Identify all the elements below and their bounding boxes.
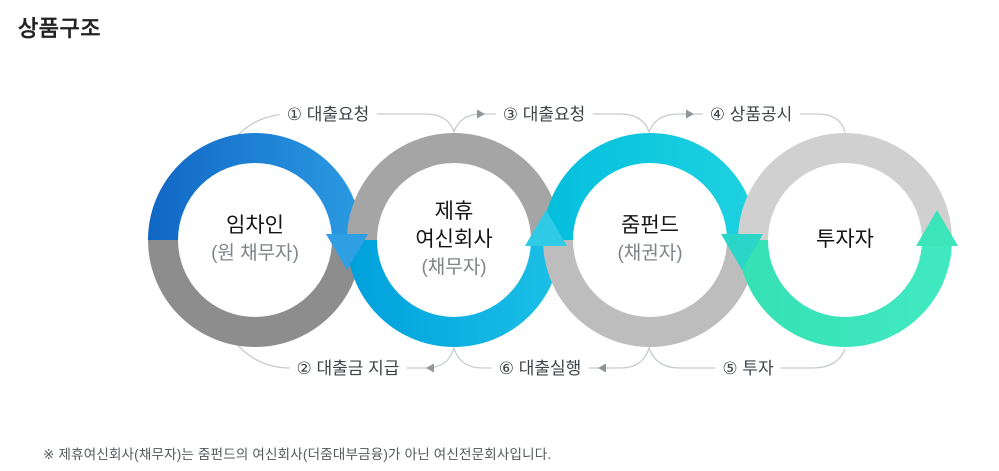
- node-credit-company-title-line1: 제휴: [434, 200, 474, 223]
- ring-tenant-gray-arc: [148, 239, 362, 347]
- ring-credit-company-gray-arc: [347, 133, 561, 241]
- ring-zoom-fund-gray-arc: [543, 239, 757, 347]
- ring-investor-gray-arc: [738, 133, 952, 241]
- flow-label-loan-request-1: ① 대출요청: [279, 103, 377, 126]
- node-affiliated-credit-company: 제휴 여신회사 (채무자): [415, 198, 492, 282]
- node-tenant-subtitle: (원 채무자): [211, 243, 299, 264]
- node-credit-company-subtitle: (채무자): [421, 257, 487, 278]
- node-investor-title: 투자자: [816, 228, 874, 251]
- ring-credit-company-colored-arc: [347, 239, 561, 347]
- flow-label-loan-request-3: ③ 대출요청: [495, 103, 593, 126]
- node-zoom-fund-title: 줌펀드: [621, 214, 679, 237]
- node-tenant: 임차인 (원 채무자): [211, 212, 299, 268]
- ring-zoom-fund-colored-arc: [543, 133, 757, 241]
- node-credit-company-title-line2: 여신회사: [415, 228, 493, 251]
- flow-label-product-disclosure-4: ④ 상품공시: [702, 103, 800, 126]
- ring-tenant-down-arrow-icon: [326, 234, 368, 270]
- flow-label-loan-payment-2: ② 대출금 지급: [289, 357, 407, 380]
- ring-investor-colored-arc: [738, 239, 952, 347]
- node-investor: 투자자: [816, 226, 874, 254]
- ring-tenant-colored-arc: [148, 133, 362, 241]
- ring-credit-company-up-arrow-icon: [525, 210, 567, 246]
- left-arrow-icon: [426, 363, 434, 373]
- node-zoom-fund: 줌펀드 (채권자): [617, 212, 682, 268]
- footnote: ※ 제휴여신회사(채무자)는 줌펀드의 여신회사(더줌대부금융)가 아닌 여신전…: [43, 447, 552, 462]
- flow-label-loan-execution-6: ⑥ 대출실행: [491, 357, 589, 380]
- flow-label-investment-5: ⑤ 투자: [715, 357, 781, 380]
- ring-investor-up-arrow-icon: [916, 210, 958, 246]
- ring-zoom-fund-down-arrow-icon: [721, 234, 763, 270]
- left-arrow-icon: [598, 363, 606, 373]
- node-tenant-title: 임차인: [226, 214, 284, 237]
- right-arrow-icon: [686, 109, 694, 119]
- right-arrow-icon: [477, 109, 485, 119]
- page-title: 상품구조: [18, 16, 101, 41]
- node-zoom-fund-subtitle: (채권자): [617, 243, 683, 264]
